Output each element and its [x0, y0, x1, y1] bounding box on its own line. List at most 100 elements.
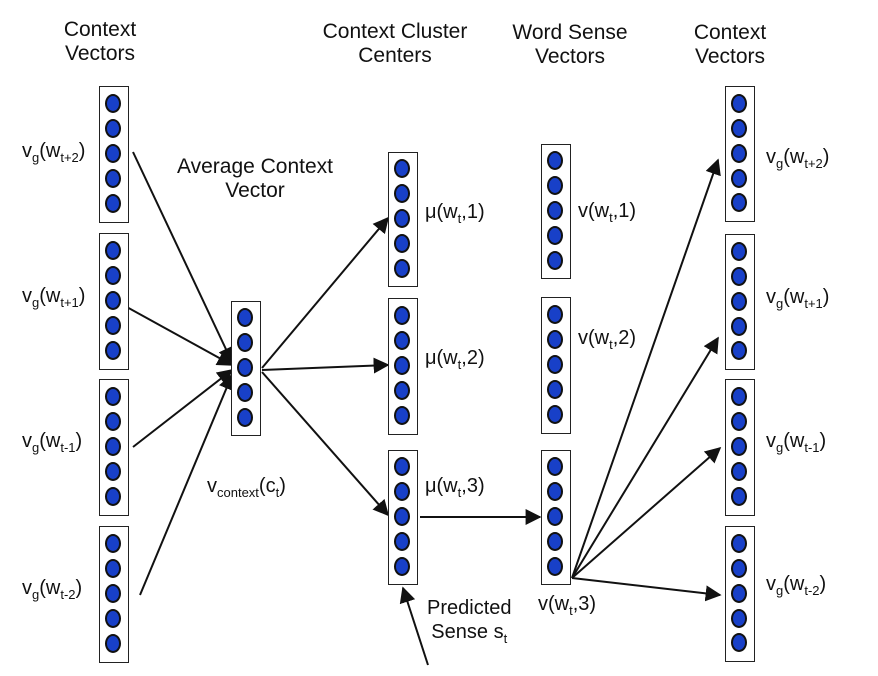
symbol: v(w [578, 200, 610, 222]
symbol: μ(w [425, 347, 458, 369]
symbol: v [22, 430, 32, 452]
neuron-node [731, 144, 747, 163]
arrow-avg-to-mu1 [261, 216, 390, 369]
symbol: (c [258, 475, 276, 497]
neuron-node [105, 241, 121, 260]
subscript: t-1 [804, 440, 820, 455]
neuron-node [394, 482, 410, 501]
sense-vector-2 [541, 297, 571, 434]
subscript: t [275, 485, 280, 500]
symbol: (w [39, 285, 61, 307]
arrow-ctx-t-1-to-avg [132, 369, 234, 448]
neuron-node [105, 119, 121, 138]
neuron-node [547, 557, 563, 576]
symbol: (w [783, 146, 805, 168]
label-mu-3: μ(wt,3) [425, 475, 485, 500]
neuron-node [394, 184, 410, 203]
neuron-node [105, 387, 121, 406]
neuron-node [394, 259, 410, 278]
cluster-center-2 [388, 298, 418, 435]
neuron-node [237, 408, 253, 427]
neuron-node [105, 144, 121, 163]
label-vg-t-2-right: vg(wt-2) [766, 573, 826, 598]
title-line: Word Sense [512, 21, 628, 44]
subscript: t [609, 337, 613, 352]
symbol: ) [819, 573, 827, 595]
neuron-node [547, 355, 563, 374]
symbol: (w [39, 430, 61, 452]
neuron-node [731, 169, 747, 188]
context-vector-t+1 [99, 233, 129, 370]
subscript: t [457, 211, 462, 226]
symbol: v(w [538, 593, 570, 615]
symbol: v [766, 430, 776, 452]
subscript: g [776, 296, 784, 311]
title-line: Vectors [64, 42, 136, 65]
neuron-node [394, 159, 410, 178]
label-vg-t+2-right: vg(wt+2) [766, 146, 829, 171]
label-vg-t-1-left: vg(wt-1) [22, 430, 82, 455]
subscript: t+1 [60, 295, 79, 310]
subscript: context [217, 485, 259, 500]
neuron-node [105, 94, 121, 113]
symbol: ) [822, 286, 830, 308]
neuron-node [394, 356, 410, 375]
symbol: (w [783, 573, 805, 595]
neuron-node [237, 308, 253, 327]
neuron-node [394, 381, 410, 400]
neuron-node [731, 437, 747, 456]
label-sense-2: v(wt,2) [578, 327, 636, 352]
neuron-node [105, 169, 121, 188]
title-left-context: Context Vectors [50, 18, 150, 66]
subscript: t [457, 357, 462, 372]
neuron-node [105, 462, 121, 481]
neuron-node [237, 358, 253, 377]
neuron-node [731, 242, 747, 261]
arrow-sense3-to-t-1 [571, 446, 722, 579]
symbol: (w [783, 430, 805, 452]
arrow-sense3-to-t+2 [571, 158, 721, 579]
symbol: v [22, 140, 32, 162]
arrow-ctx-t-2-to-avg [139, 373, 234, 596]
neuron-node [394, 209, 410, 228]
symbol: ) [279, 475, 286, 497]
subscript: g [32, 295, 40, 310]
arrow-predicted-to-mu3 [399, 586, 429, 666]
symbol: ) [78, 285, 86, 307]
title-line: Context [693, 21, 767, 44]
neuron-node [105, 316, 121, 335]
neuron-node [731, 559, 747, 578]
subscript: g [32, 440, 40, 455]
symbol: ,2) [461, 347, 485, 369]
subscript: g [32, 587, 40, 602]
neuron-node [394, 507, 410, 526]
neuron-node [731, 387, 747, 406]
neuron-node [394, 306, 410, 325]
arrow-ctx-t+2-to-avg [132, 151, 234, 364]
neuron-node [731, 267, 747, 286]
subscript: t+1 [804, 296, 823, 311]
symbol: ,1) [461, 201, 485, 223]
symbol: ) [75, 577, 83, 599]
arrow-sense3-to-t+1 [571, 336, 719, 579]
neuron-node [547, 482, 563, 501]
neuron-node [105, 559, 121, 578]
label-vg-t-1-right: vg(wt-1) [766, 430, 826, 455]
subscript: t [457, 485, 462, 500]
neuron-node [731, 193, 747, 212]
neuron-node [731, 317, 747, 336]
neuron-node [547, 330, 563, 349]
symbol: (w [39, 140, 61, 162]
neuron-node [547, 457, 563, 476]
label-line: Predicted [427, 597, 512, 619]
neuron-node [731, 94, 747, 113]
symbol: v [766, 573, 776, 595]
neuron-node [547, 380, 563, 399]
arrow-ctx-t+1-to-avg [113, 299, 234, 366]
symbol: v [766, 146, 776, 168]
subscript: t+2 [804, 156, 823, 171]
title-right-context: Context Vectors [680, 21, 780, 69]
output-context-vector-t-2 [725, 526, 755, 662]
neuron-node [731, 534, 747, 553]
